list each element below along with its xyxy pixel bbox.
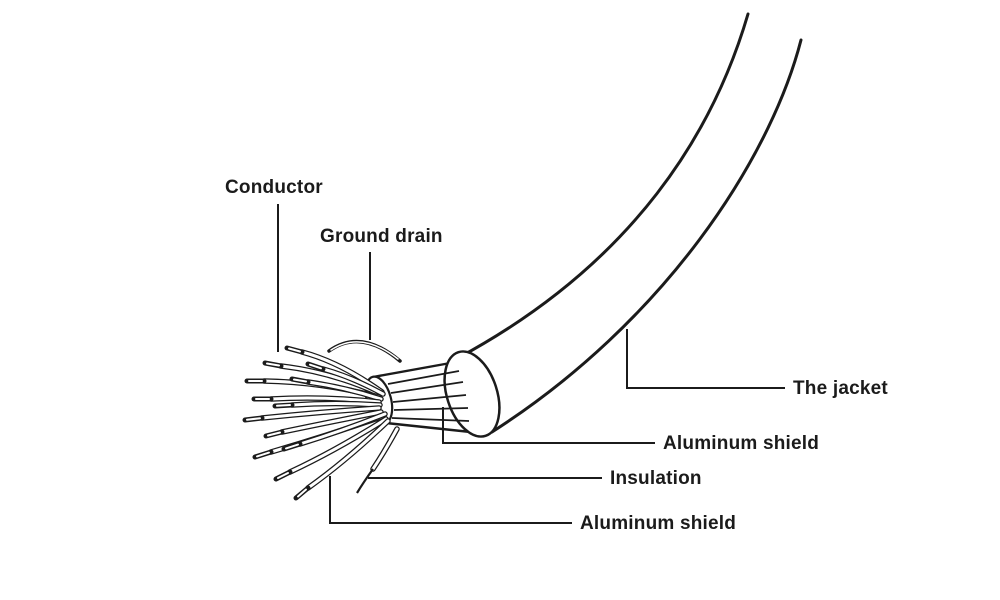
label-conductor: Conductor <box>225 177 323 198</box>
wire <box>263 409 384 439</box>
label-aluminum-shield-outer: Aluminum shield <box>663 433 820 454</box>
hanging-drain-wire <box>356 426 400 494</box>
label-the-jacket: The jacket <box>793 378 888 399</box>
wire <box>242 405 382 423</box>
wire <box>251 395 382 405</box>
wire <box>305 361 386 397</box>
wire <box>273 416 389 482</box>
jacket-cut-face <box>443 350 501 438</box>
wire-bundle <box>242 345 391 501</box>
wires-inside-shield <box>387 370 470 422</box>
cable-jacket <box>456 12 803 434</box>
wire <box>281 411 388 452</box>
label-ground-drain: Ground drain <box>320 226 443 247</box>
leader-lines <box>277 204 785 524</box>
wire <box>293 418 391 501</box>
wire <box>289 376 384 402</box>
ground-drain-wire <box>327 339 402 363</box>
wire <box>272 400 383 409</box>
leader-aluminum-shield-inner <box>329 476 572 524</box>
leader-aluminum-shield-outer <box>442 407 655 444</box>
label-insulation: Insulation <box>610 468 702 489</box>
label-aluminum-shield-inner: Aluminum shield <box>580 513 737 534</box>
leader-the-jacket <box>626 329 785 389</box>
